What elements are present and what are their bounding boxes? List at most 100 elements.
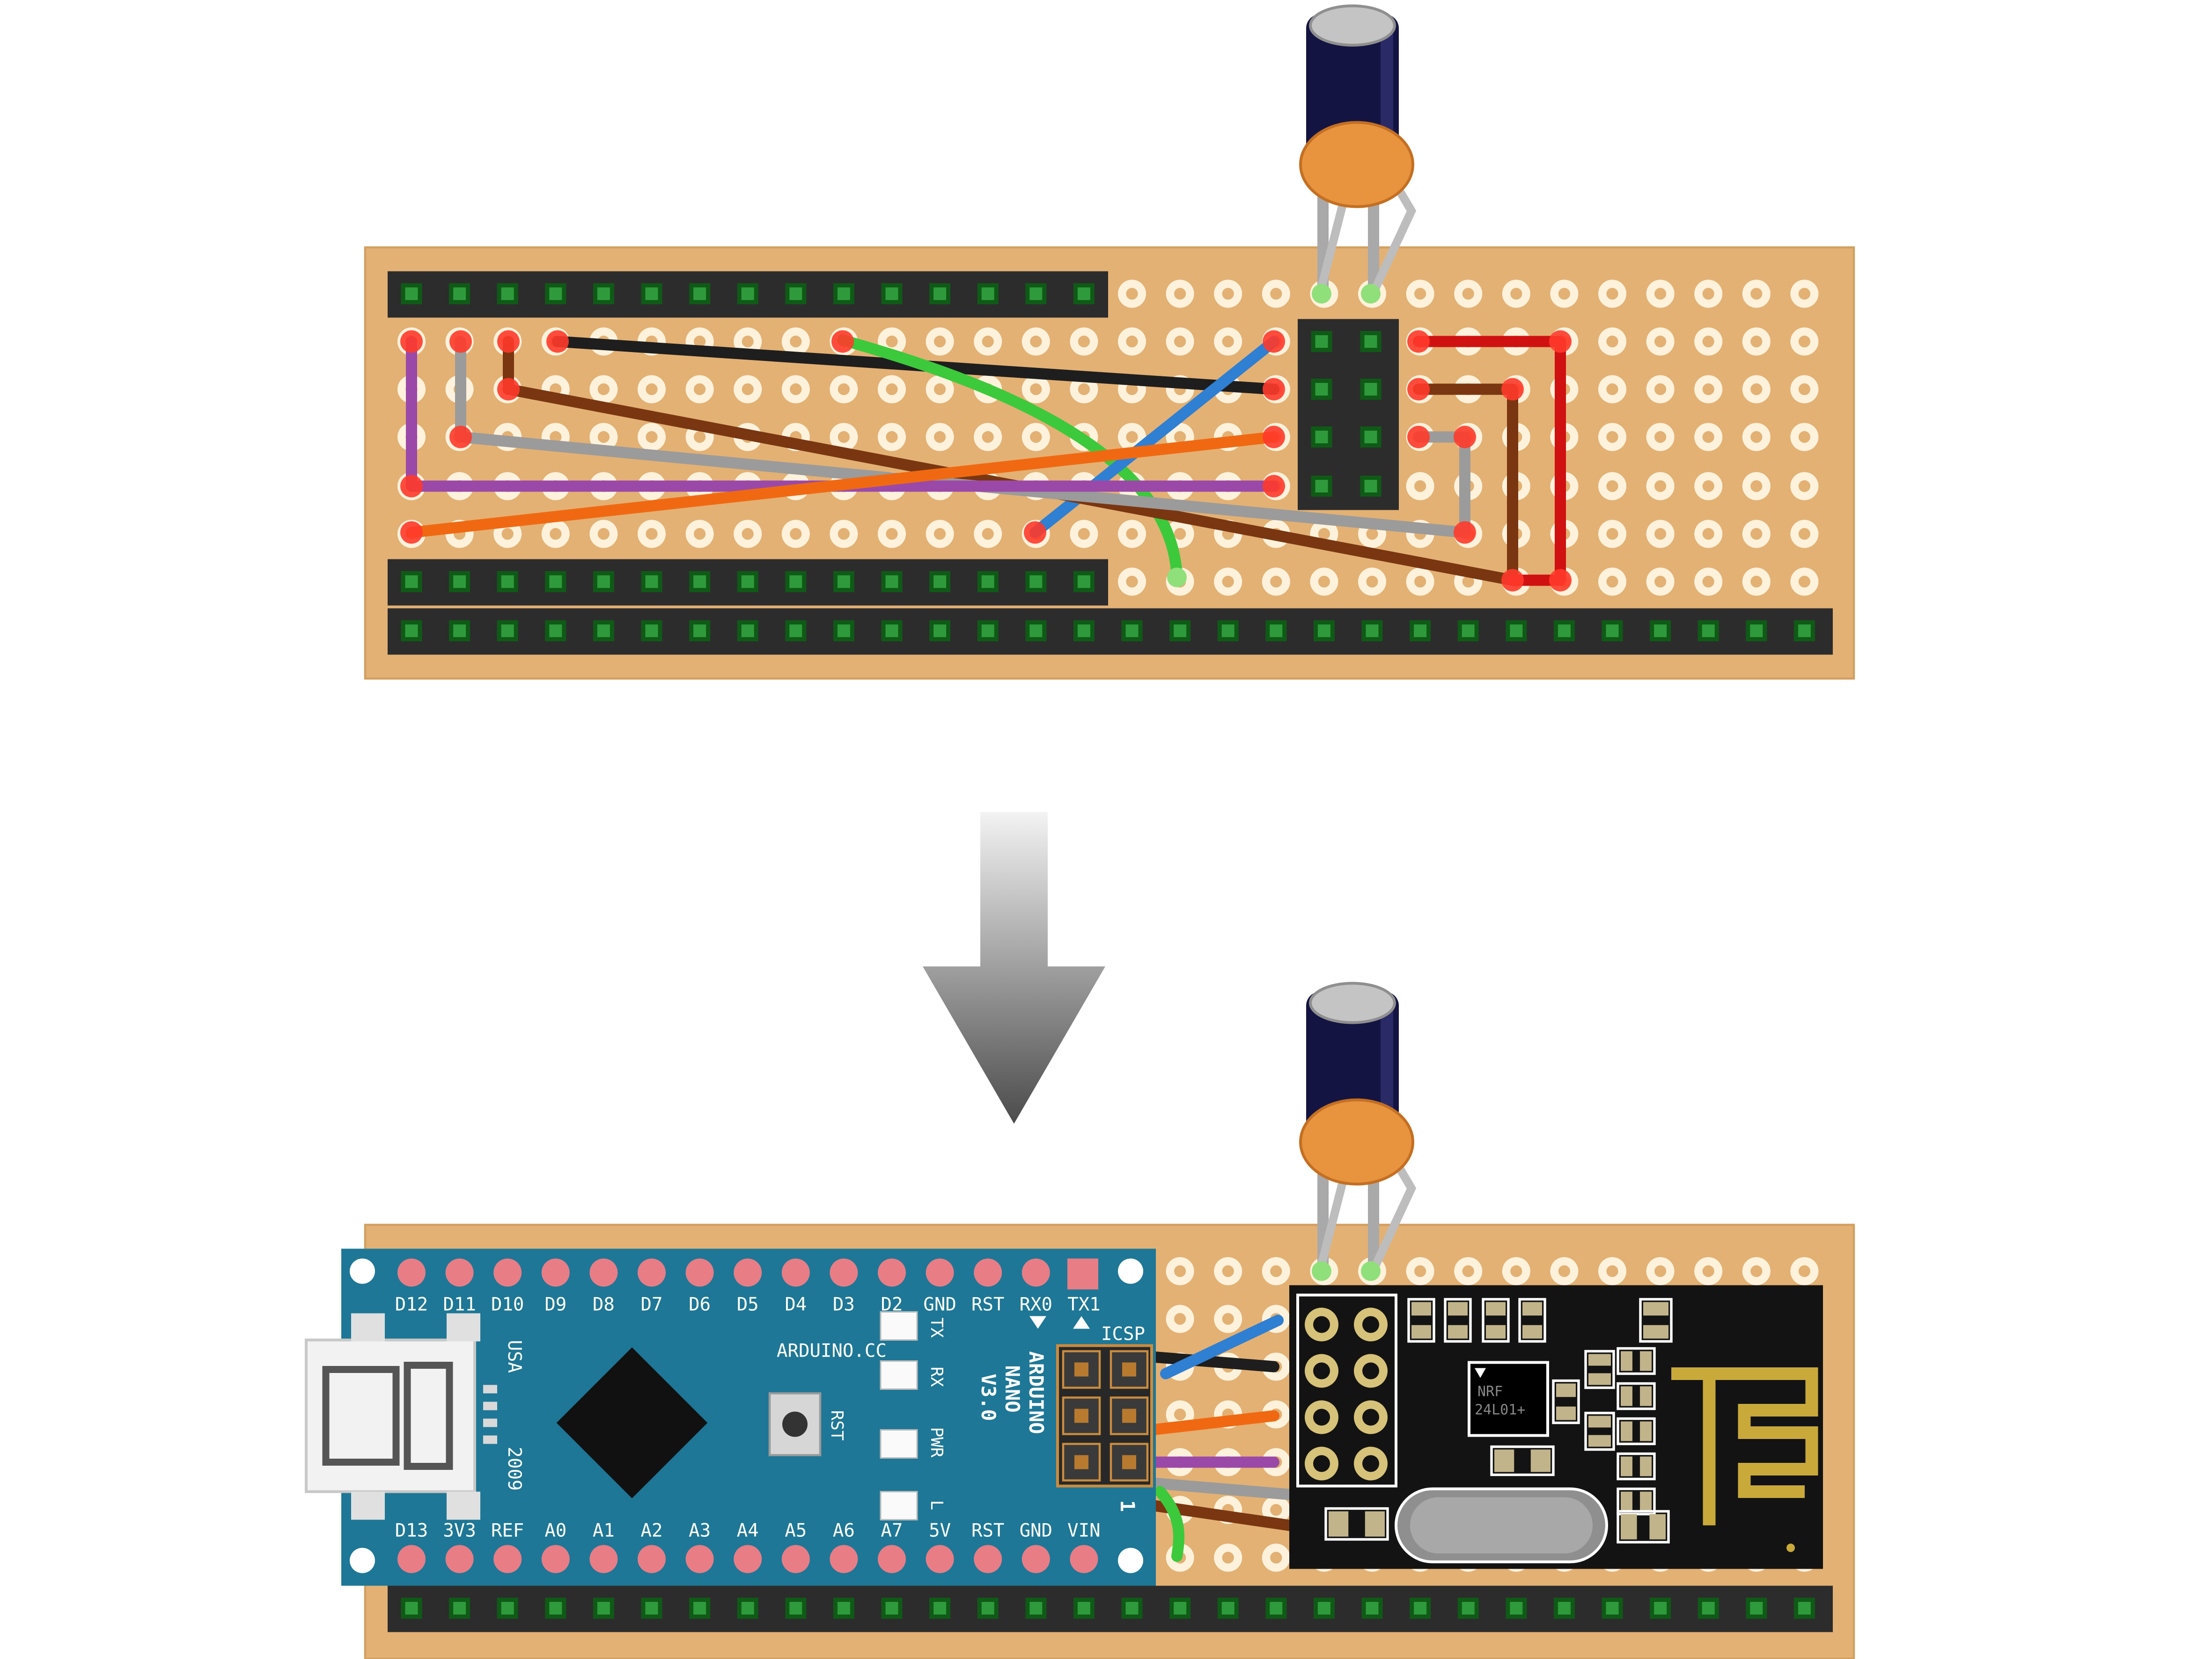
antenna-dot — [1786, 1543, 1795, 1552]
nrf24l01-module: NRF 24L01+ — [1289, 1285, 1823, 1569]
nano-pcb — [341, 1248, 1156, 1586]
hole-center — [1270, 287, 1282, 300]
smd-pad — [1643, 1302, 1668, 1316]
hole-center — [550, 528, 562, 540]
smd-pad — [1411, 1302, 1431, 1316]
hole-center — [1270, 575, 1282, 588]
hole-center — [1654, 383, 1667, 396]
hole-center — [1798, 480, 1811, 492]
top-pin-label: D3 — [833, 1294, 855, 1315]
pin-core — [933, 287, 947, 300]
hole-center — [1702, 575, 1714, 588]
bottom-pin-label: A6 — [833, 1520, 855, 1542]
pin-core — [405, 575, 418, 588]
smd-outline — [1617, 1347, 1656, 1375]
hole-center — [1078, 383, 1090, 396]
icsp-pin-core — [1074, 1455, 1088, 1469]
smd-outline — [1444, 1298, 1472, 1343]
pin-core — [1125, 1602, 1139, 1615]
pin-core — [1315, 335, 1328, 348]
capacitor-top — [1309, 4, 1396, 47]
pin-core — [885, 575, 898, 588]
hole-center — [886, 335, 898, 348]
hole-center — [1174, 528, 1186, 540]
icsp-header — [1056, 1344, 1153, 1488]
hole-center — [1798, 383, 1811, 396]
bottom-pin-label: A5 — [785, 1520, 807, 1542]
hole-center — [1174, 1408, 1186, 1421]
pin-core — [933, 624, 947, 637]
smd-components — [1324, 1298, 1673, 1544]
pin-core — [837, 1602, 850, 1615]
top-pin-label: D9 — [544, 1294, 566, 1315]
pin-core — [741, 575, 754, 588]
pad — [734, 1545, 762, 1573]
smd-pad — [1643, 1325, 1668, 1339]
hole-center — [1654, 575, 1667, 588]
top-pin-label: D2 — [881, 1294, 903, 1315]
solder-point — [1454, 521, 1476, 544]
pad — [541, 1545, 570, 1573]
pin-core — [1317, 1602, 1330, 1615]
pad — [878, 1545, 906, 1573]
solder-point — [1024, 521, 1046, 544]
hole-center — [1174, 287, 1186, 300]
pin-core — [1798, 1602, 1811, 1615]
pin-core — [789, 1602, 802, 1615]
pin-core — [1414, 624, 1427, 637]
hole-center — [1654, 335, 1667, 348]
hole-center — [1366, 528, 1378, 540]
smd-pad — [1365, 1511, 1385, 1537]
hole-center — [1558, 287, 1571, 300]
pin-core — [453, 1602, 466, 1615]
pin-core — [981, 575, 994, 588]
pin-core — [1366, 624, 1379, 637]
mount-hole — [1118, 1258, 1143, 1284]
hole-center — [1270, 1504, 1282, 1516]
pin-core — [1654, 624, 1667, 637]
solder-point — [1263, 475, 1285, 498]
reset-button[interactable] — [768, 1392, 822, 1456]
pin-core — [1315, 383, 1328, 396]
top-pin-label: D5 — [737, 1294, 759, 1315]
pad — [685, 1545, 714, 1573]
pin-core — [741, 624, 754, 637]
hole-center — [1654, 287, 1667, 300]
smd-outline — [1617, 1417, 1656, 1446]
bottom-pin-label: A7 — [881, 1520, 903, 1542]
hole-center — [1702, 431, 1714, 443]
solder-point — [449, 330, 472, 353]
stripboard-wiring-view — [364, 4, 1855, 680]
hole-center — [742, 528, 754, 540]
smd-outline — [1490, 1445, 1555, 1476]
pin-core — [1462, 624, 1475, 637]
hole-center — [1606, 383, 1618, 396]
bottom-pin-label: D13 — [395, 1520, 428, 1542]
top-pin-label: GND — [923, 1294, 956, 1315]
led-pwr — [880, 1429, 918, 1459]
pad — [830, 1545, 858, 1573]
hole-center — [790, 335, 802, 348]
hole-center — [1222, 287, 1234, 300]
pin-core — [501, 575, 514, 588]
smd-pad — [1522, 1325, 1542, 1339]
icsp-pin-core — [1122, 1409, 1136, 1423]
hole-center — [1222, 575, 1234, 588]
pin-core — [1029, 575, 1043, 588]
smd-pad — [1621, 1491, 1632, 1512]
radio-header-outline — [1296, 1293, 1397, 1488]
hole-center — [1654, 1265, 1667, 1277]
hole-center — [694, 431, 706, 443]
bottom-pin-label: RST — [971, 1520, 1004, 1542]
brand-label: ARDUINO.CC — [777, 1341, 887, 1362]
smd-pad — [1588, 1416, 1611, 1428]
pin-core — [1317, 624, 1330, 637]
hole-center — [646, 383, 658, 396]
pin-core — [1510, 1602, 1523, 1615]
pin-core — [789, 624, 802, 637]
pin-core — [1077, 624, 1090, 637]
bottom-pin-label: 3V3 — [443, 1520, 476, 1542]
hole-center — [1414, 1265, 1426, 1277]
hole-center — [1654, 528, 1667, 540]
